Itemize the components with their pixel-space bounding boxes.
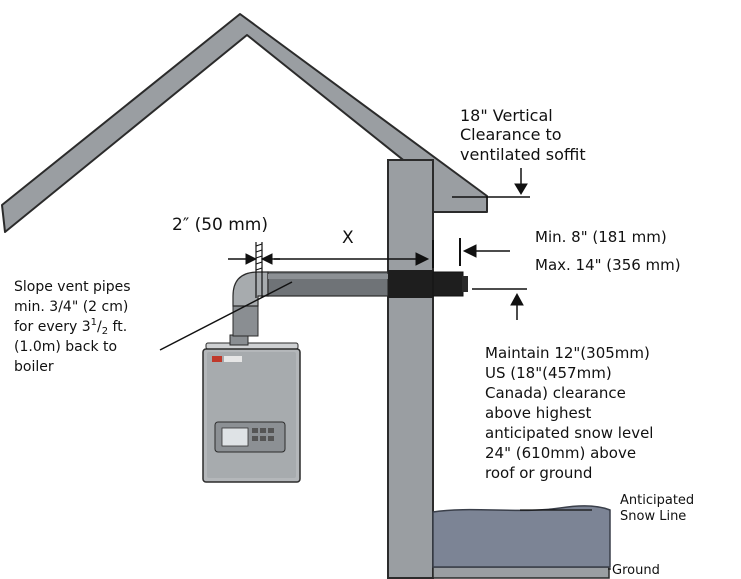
snow-mound <box>432 505 611 568</box>
boiler-icon <box>202 342 301 483</box>
pipe-diameter-label: 2″ (50 mm) <box>172 215 268 235</box>
min-max-arrow <box>462 244 510 258</box>
slope-note-line-4: (1.0m) back to <box>14 339 117 355</box>
snow-clearance-note: Maintain 12"(305mm) US (18"(457mm) Canad… <box>485 344 653 482</box>
snow-line-label-1: Anticipated <box>620 493 694 508</box>
exterior-wall <box>387 159 434 579</box>
slope-note: Slope vent pipes min. 3/4" (2 cm) for ev… <box>14 279 131 375</box>
snow-clearance-line-6: 24" (610mm) above <box>485 444 636 462</box>
slope-note-line-5: boiler <box>14 359 54 375</box>
slope-note-line-2: min. 3/4" (2 cm) <box>14 299 128 315</box>
soffit-clearance-arrow <box>452 168 530 198</box>
vertical-clearance-line-2: Clearance to <box>460 125 562 144</box>
snow-clearance-line-7: roof or ground <box>485 464 592 482</box>
snow-line-label-2: Snow Line <box>620 509 686 524</box>
slope-note-fraction-slash: / <box>97 319 102 335</box>
snow-clearance-line-5: anticipated snow level <box>485 424 653 442</box>
max-distance-label: Max. 14" (356 mm) <box>535 256 681 274</box>
snow-clearance-arrow <box>472 288 527 320</box>
distance-x-arrow <box>274 252 430 266</box>
ground-strip <box>432 566 610 579</box>
slope-note-fraction-num: 1 <box>91 317 97 328</box>
slope-note-line-3-pre: for every 3 <box>14 319 91 335</box>
snow-clearance-line-4: above highest <box>485 404 592 422</box>
slope-note-line-1: Slope vent pipes <box>14 279 131 295</box>
min-distance-label: Min. 8" (181 mm) <box>535 228 667 246</box>
vertical-clearance-label: 18" Vertical Clearance to ventilated sof… <box>460 106 586 164</box>
pipe-diameter-marker <box>255 242 263 298</box>
slope-note-line-3: for every 31/2 ft. <box>14 317 127 337</box>
terminal-markers <box>432 238 461 268</box>
snow-clearance-line-2: US (18"(457mm) <box>485 364 612 382</box>
slope-leader-line <box>159 281 293 351</box>
vertical-clearance-line-1: 18" Vertical <box>460 106 553 125</box>
vent-pipe <box>229 270 468 346</box>
slope-note-fraction-den: 2 <box>102 326 108 337</box>
pipe-diameter-arrows <box>228 253 280 265</box>
slope-note-line-3-post: ft. <box>108 319 127 335</box>
snow-clearance-line-3: Canada) clearance <box>485 384 626 402</box>
snow-clearance-line-1: Maintain 12"(305mm) <box>485 344 650 362</box>
ground-label: Ground <box>612 563 660 578</box>
distance-x-label: X <box>342 228 354 248</box>
vertical-clearance-line-3: ventilated soffit <box>460 145 586 164</box>
